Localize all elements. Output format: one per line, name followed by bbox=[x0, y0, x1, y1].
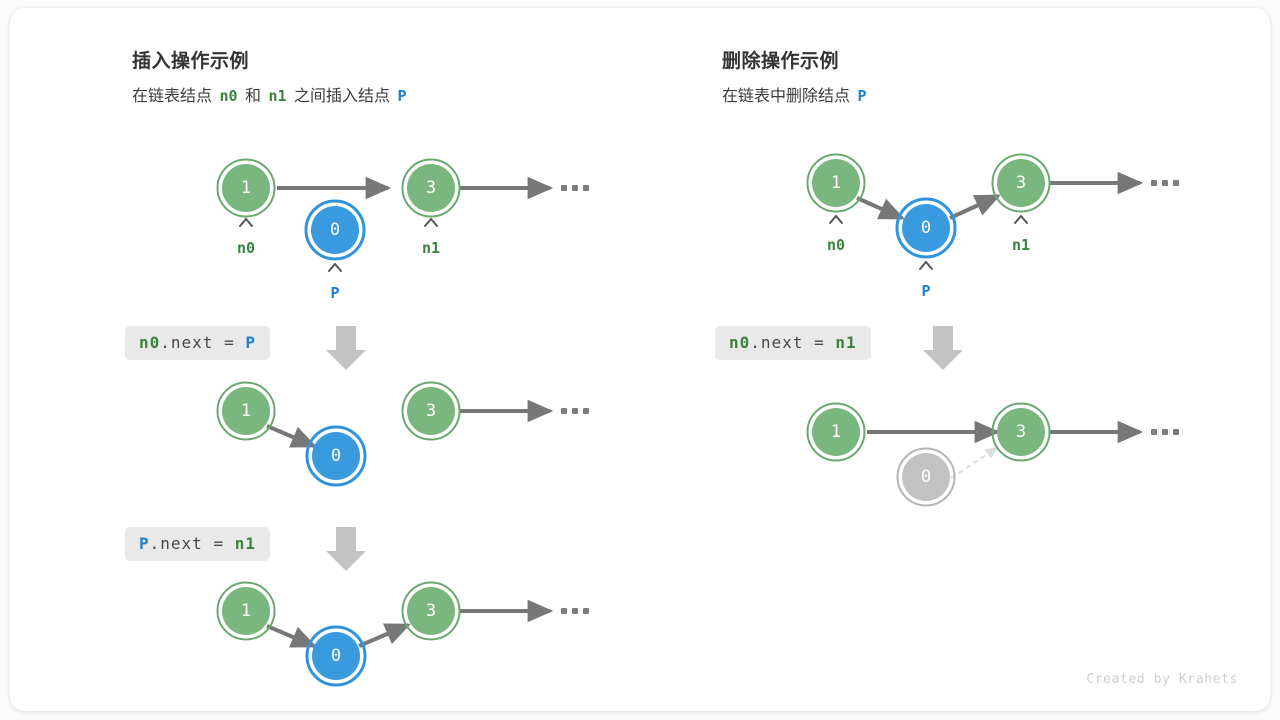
subtitle-text-3: 之间插入结点 bbox=[293, 88, 390, 105]
link-n0-p bbox=[856, 196, 905, 220]
pointer-label-p: P bbox=[921, 282, 930, 300]
node-value: 1 bbox=[831, 422, 841, 442]
node-n1: 3 bbox=[991, 153, 1051, 213]
caret-p-icon bbox=[919, 260, 933, 270]
panel-delete-title: 删除操作示例 bbox=[722, 51, 840, 72]
code-token-n1: n1 bbox=[234, 534, 256, 553]
subtitle-text-1: 在链表结点 bbox=[132, 88, 213, 105]
delete-row-initial: 1 n0 3 n1 0 P bbox=[806, 153, 1179, 300]
node-n0: 1 bbox=[216, 381, 276, 441]
node-value: 3 bbox=[426, 178, 436, 198]
ellipsis-icon bbox=[1151, 429, 1179, 435]
credit-label: Created by Krahets bbox=[1086, 672, 1238, 687]
pointer-label-n0: n0 bbox=[237, 239, 255, 257]
node-n0: 1 bbox=[806, 153, 866, 213]
node-removed: 0 bbox=[896, 447, 956, 507]
down-arrow-icon bbox=[923, 326, 963, 370]
node-n1: 3 bbox=[401, 158, 461, 218]
node-value: 3 bbox=[426, 601, 436, 621]
subtitle-token-n1: n1 bbox=[268, 87, 287, 105]
caret-n0-icon bbox=[829, 214, 843, 224]
diagram-card: 插入操作示例 在链表结点 n0 和 n1 之间插入结点 P bbox=[10, 8, 1270, 711]
node-value: 0 bbox=[331, 646, 341, 666]
ellipsis-icon bbox=[561, 185, 589, 191]
insert-row-after-step2: 1 3 0 bbox=[216, 581, 589, 687]
code-token-n0: n0 bbox=[729, 333, 751, 352]
caret-n0-icon bbox=[239, 217, 253, 227]
ellipsis-icon bbox=[561, 608, 589, 614]
subtitle-token-p: P bbox=[397, 87, 407, 105]
node-value: 1 bbox=[831, 173, 841, 193]
node-value: 3 bbox=[426, 401, 436, 421]
panel-insert-title: 插入操作示例 bbox=[132, 51, 250, 72]
pointer-label-n0: n0 bbox=[827, 236, 845, 254]
node-n0: 1 bbox=[806, 402, 866, 462]
insert-row-after-step1: 1 3 0 bbox=[216, 381, 589, 487]
node-p: 0 bbox=[305, 625, 367, 687]
panel-insert-example: 插入操作示例 在链表结点 n0 和 n1 之间插入结点 P bbox=[120, 8, 680, 711]
node-value: 1 bbox=[241, 601, 251, 621]
link-p-n1 bbox=[358, 623, 411, 648]
subtitle-text-1: 在链表中删除结点 bbox=[722, 88, 851, 105]
node-n0: 1 bbox=[216, 581, 276, 641]
code-token-p: P bbox=[139, 534, 150, 553]
subtitle-text-2: 和 bbox=[244, 88, 261, 105]
link-removed-ghost bbox=[950, 447, 999, 479]
node-n0: 1 bbox=[216, 158, 276, 218]
node-p: 0 bbox=[895, 197, 957, 259]
node-n1: 3 bbox=[401, 581, 461, 641]
link-n0-p bbox=[266, 624, 317, 648]
code-token-next: .next = bbox=[149, 534, 235, 553]
node-value: 0 bbox=[330, 220, 340, 240]
panel-delete-subtitle: 在链表中删除结点 P bbox=[722, 82, 870, 106]
code-token-p: P bbox=[245, 333, 256, 352]
code-token-n0: n0 bbox=[139, 333, 161, 352]
panel-delete-example: 删除操作示例 在链表中删除结点 P 1 bbox=[710, 8, 1260, 711]
delete-row-after: 1 3 0 bbox=[806, 402, 1179, 507]
node-value: 0 bbox=[331, 446, 341, 466]
caret-p-icon bbox=[328, 262, 342, 272]
node-n1: 3 bbox=[991, 402, 1051, 462]
subtitle-token-n0: n0 bbox=[219, 87, 238, 105]
link-n0-p bbox=[266, 424, 317, 448]
pointer-label-p: P bbox=[330, 284, 339, 302]
ellipsis-icon bbox=[561, 408, 589, 414]
node-value: 3 bbox=[1016, 422, 1026, 442]
code-chip-delete-step1: n0.next = n1 bbox=[715, 326, 871, 360]
code-token-n1: n1 bbox=[835, 333, 857, 352]
caret-n1-icon bbox=[424, 217, 438, 227]
subtitle-token-p: P bbox=[857, 87, 867, 105]
caret-n1-icon bbox=[1014, 214, 1028, 224]
node-value: 1 bbox=[241, 401, 251, 421]
pointer-label-n1: n1 bbox=[1012, 236, 1030, 254]
node-p: 0 bbox=[305, 425, 367, 487]
node-value: 0 bbox=[921, 467, 931, 487]
node-value: 0 bbox=[921, 218, 931, 238]
pointer-label-n1: n1 bbox=[422, 239, 440, 257]
down-arrow-icon bbox=[326, 527, 366, 571]
link-p-n1 bbox=[949, 194, 1001, 220]
code-token-next: .next = bbox=[160, 333, 246, 352]
node-p: 0 bbox=[304, 199, 366, 261]
node-n1: 3 bbox=[401, 381, 461, 441]
node-value: 1 bbox=[241, 178, 251, 198]
insert-row-initial: 1 n0 3 n1 0 P bbox=[216, 158, 589, 302]
down-arrow-icon bbox=[326, 326, 366, 370]
code-chip-insert-step2: P.next = n1 bbox=[125, 527, 270, 561]
code-chip-insert-step1: n0.next = P bbox=[125, 326, 270, 360]
panel-insert-subtitle: 在链表结点 n0 和 n1 之间插入结点 P bbox=[132, 82, 409, 106]
code-token-next: .next = bbox=[750, 333, 836, 352]
node-value: 3 bbox=[1016, 173, 1026, 193]
ellipsis-icon bbox=[1151, 180, 1179, 186]
